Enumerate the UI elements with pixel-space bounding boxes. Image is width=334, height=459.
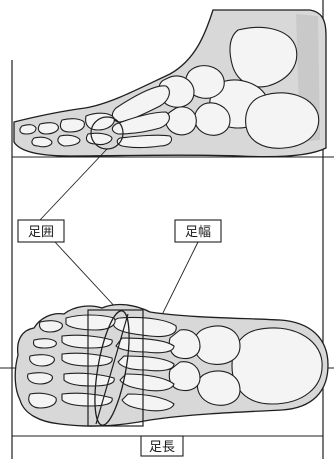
foot-top-view — [15, 305, 328, 427]
calcaneus-bone — [246, 93, 319, 148]
width-label-box: 足幅 — [175, 220, 221, 242]
width-label: 足幅 — [185, 225, 211, 240]
length-label: 足長 — [149, 440, 175, 455]
foot-side-view — [14, 10, 326, 157]
length-label-box: 足長 — [141, 436, 183, 456]
girth-label: 足囲 — [28, 225, 54, 240]
girth-label-box: 足囲 — [18, 220, 64, 242]
